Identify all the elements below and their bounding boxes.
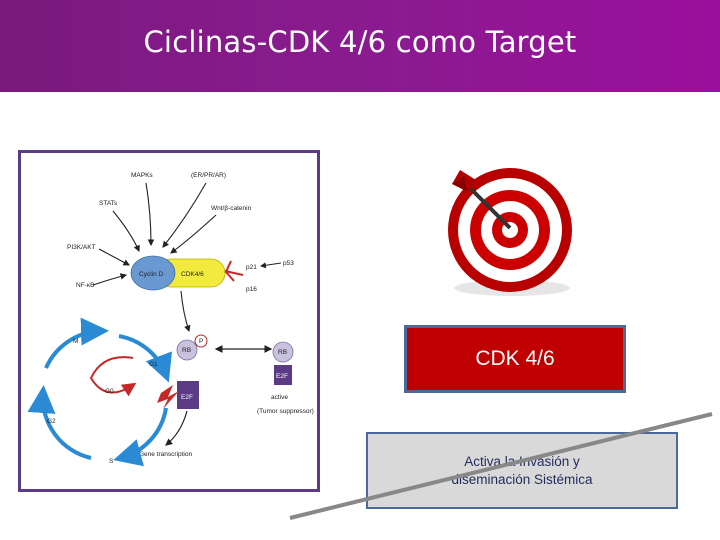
title-bar: Ciclinas-CDK 4/6 como Target — [0, 0, 720, 92]
g0-phase-label: G0 — [105, 388, 114, 395]
stats-label: STATs — [99, 200, 118, 207]
e2f-label: E2F — [181, 394, 193, 401]
wnt-label: Wnt/β-catenin — [211, 205, 252, 212]
lightning-icon — [157, 385, 179, 409]
m-phase-label: M — [73, 338, 78, 345]
invasion-info-box: Activa la Invasión y diseminación Sistém… — [366, 432, 678, 509]
rb-p-shape — [176, 339, 198, 361]
cdk46-box: CDK 4/6 — [404, 325, 626, 393]
cyclin-d-shape — [130, 255, 176, 291]
er-pr-ar-label: (ER/PR/AR) — [191, 172, 226, 179]
gene-transcription-label: Gene transcription — [139, 451, 192, 458]
rb-p-label: RB — [182, 347, 191, 354]
g1-phase-label: G1 — [149, 361, 158, 368]
nfkb-label: NF-κB — [76, 282, 94, 289]
p53-label: p53 — [283, 260, 294, 267]
e2f-shape — [177, 381, 199, 409]
cdk46-box-label: CDK 4/6 — [475, 347, 555, 370]
p21-label: p21 — [246, 264, 257, 271]
p16-label: p16 — [246, 286, 257, 293]
mapks-label: MAPKs — [131, 172, 153, 179]
target-with-dart-icon — [430, 150, 580, 300]
s-phase-label: S — [109, 458, 114, 465]
pi3k-label: PI3K/AKT — [67, 244, 96, 251]
slide-title: Ciclinas-CDK 4/6 como Target — [143, 25, 577, 59]
phosphate-label: P — [199, 338, 203, 345]
cyclin-d-label: Cyclin D — [139, 271, 164, 278]
e2f-small-shape — [274, 365, 292, 385]
rb-label: RB — [278, 349, 287, 356]
active-label: active — [271, 394, 288, 401]
g2-phase-label: G2 — [47, 418, 56, 425]
rb-active-shape — [272, 341, 294, 363]
invasion-info-text: Activa la Invasión y diseminación Sistém… — [451, 453, 593, 487]
e2f-small-label: E2F — [276, 373, 288, 380]
tumor-suppressor-label: (Tumor suppressor) — [257, 408, 314, 415]
phosphate-shape — [194, 334, 208, 348]
cdk46-label: CDK4/6 — [181, 271, 204, 278]
diagram-svg: MAPKs (ER/PR/AR) STATs Wnt/β-catenin PI3… — [27, 172, 314, 467]
cell-cycle-diagram: MAPKs (ER/PR/AR) STATs Wnt/β-catenin PI3… — [18, 150, 320, 492]
